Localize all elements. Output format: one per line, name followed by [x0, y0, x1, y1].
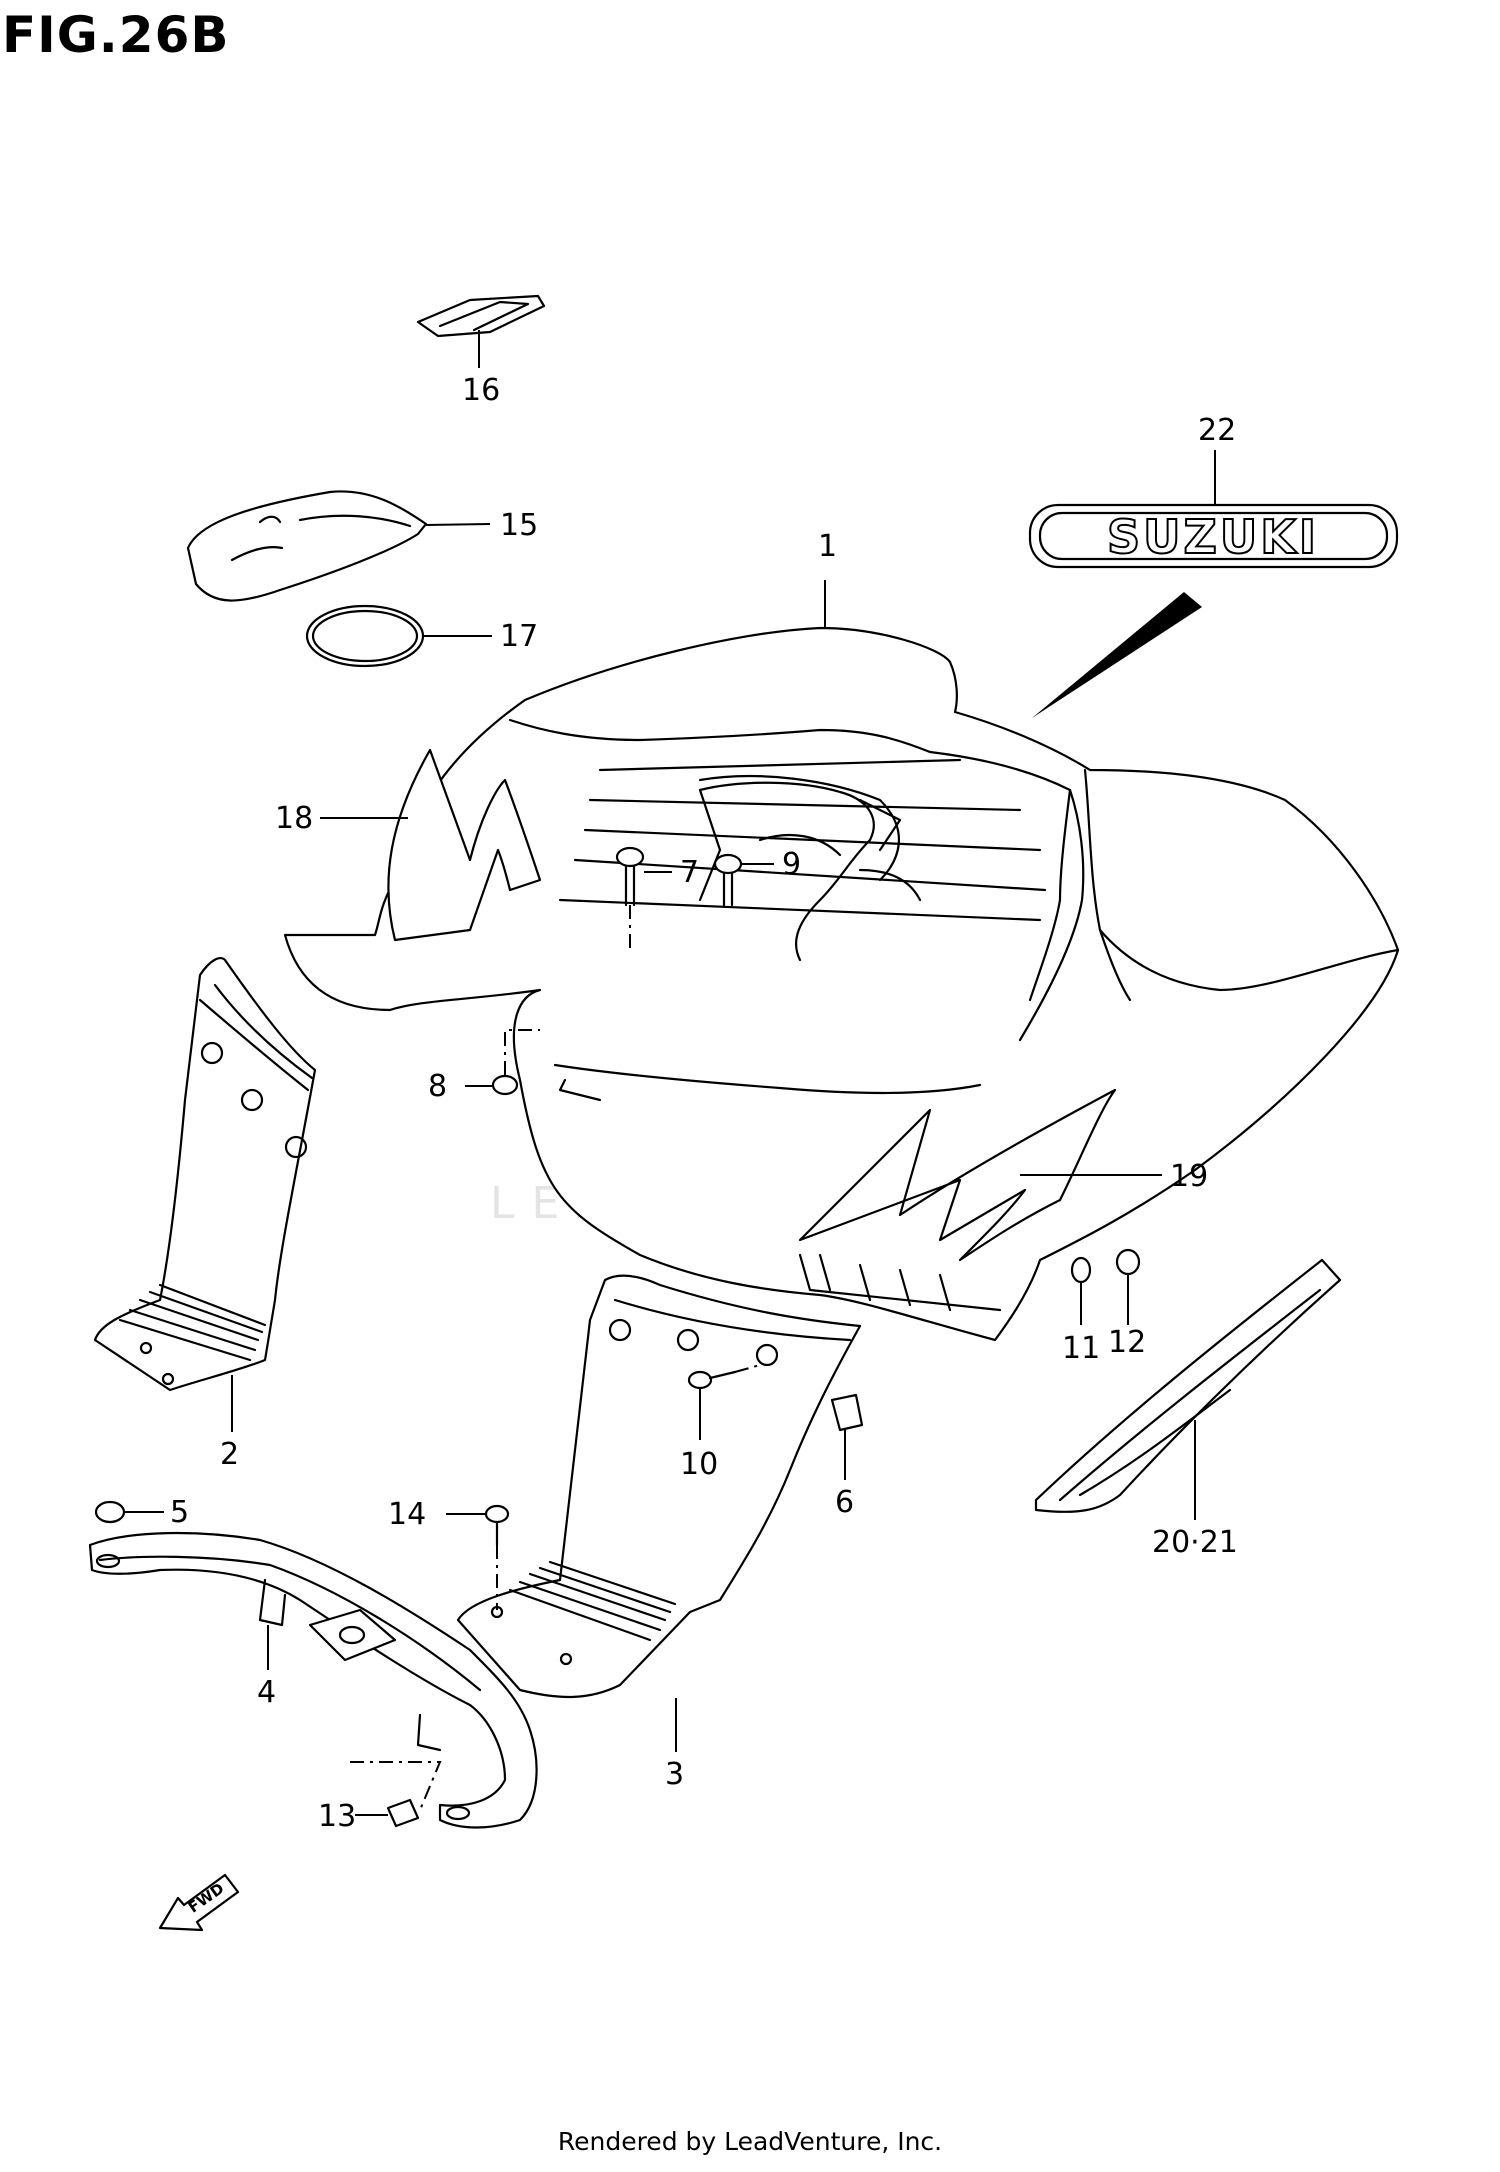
- part-7-bolt: [615, 846, 672, 950]
- footer-credit: Rendered by LeadVenture, Inc.: [557, 2127, 943, 2156]
- part-2-mud-flap: [93, 957, 317, 1432]
- callout-13: 13: [318, 1799, 356, 1834]
- part-9-bolt: [713, 853, 774, 907]
- callout-22: 22: [1198, 413, 1236, 448]
- callout-12: 12: [1108, 1325, 1146, 1360]
- callout-15: 15: [500, 508, 538, 543]
- callout-4: 4: [257, 1675, 276, 1710]
- callout-18: 18: [275, 801, 313, 836]
- callout-11: 11: [1062, 1331, 1100, 1366]
- part-6-pad: [830, 1393, 864, 1480]
- part-17-ring: [305, 604, 492, 668]
- part-19-decal: [798, 1088, 1162, 1262]
- callout-6: 6: [835, 1485, 854, 1520]
- callout-17: 17: [500, 619, 538, 654]
- callout-19: 19: [1170, 1159, 1208, 1194]
- callout-20-21: 20·21: [1152, 1525, 1238, 1560]
- part-14-screw: [446, 1504, 510, 1610]
- fwd-arrow-icon: FWD: [158, 1873, 240, 1932]
- callout-3: 3: [665, 1757, 684, 1792]
- callout-2: 2: [220, 1437, 239, 1472]
- part-12-nut: [1115, 1248, 1141, 1325]
- callout-7: 7: [680, 855, 699, 890]
- callout-16: 16: [462, 373, 500, 408]
- part-18-decal: [320, 748, 542, 942]
- part-11-washer: [1070, 1256, 1092, 1325]
- part-22-emblem: SUZUKI: [1028, 450, 1399, 718]
- emblem-text: SUZUKI: [1107, 510, 1319, 564]
- part-16-pad: [416, 294, 546, 368]
- callout-8: 8: [428, 1069, 447, 1104]
- part-20-21-decal: [1034, 1258, 1342, 1520]
- part-4-grab-bar: [88, 1531, 538, 1829]
- part-15-cover: [186, 490, 491, 602]
- part-8-nut: [465, 1029, 540, 1096]
- part-10-screw: [687, 1364, 761, 1440]
- callout-1: 1: [818, 529, 837, 564]
- part-5-cap: [94, 1500, 164, 1524]
- part-3-mud-flap: [456, 1274, 862, 1752]
- callout-5: 5: [170, 1495, 189, 1530]
- part-1-rear-fender: [283, 580, 1400, 1342]
- figure-title: FIG.26B: [2, 6, 230, 64]
- callout-labels: 1 2 3 4 5 6 7 8 9 10 11 12 13 14 15 16 1…: [170, 373, 1238, 1834]
- callout-10: 10: [680, 1447, 718, 1482]
- callout-9: 9: [782, 847, 801, 882]
- callout-14: 14: [388, 1497, 426, 1532]
- part-13-bolt: [350, 1761, 442, 1828]
